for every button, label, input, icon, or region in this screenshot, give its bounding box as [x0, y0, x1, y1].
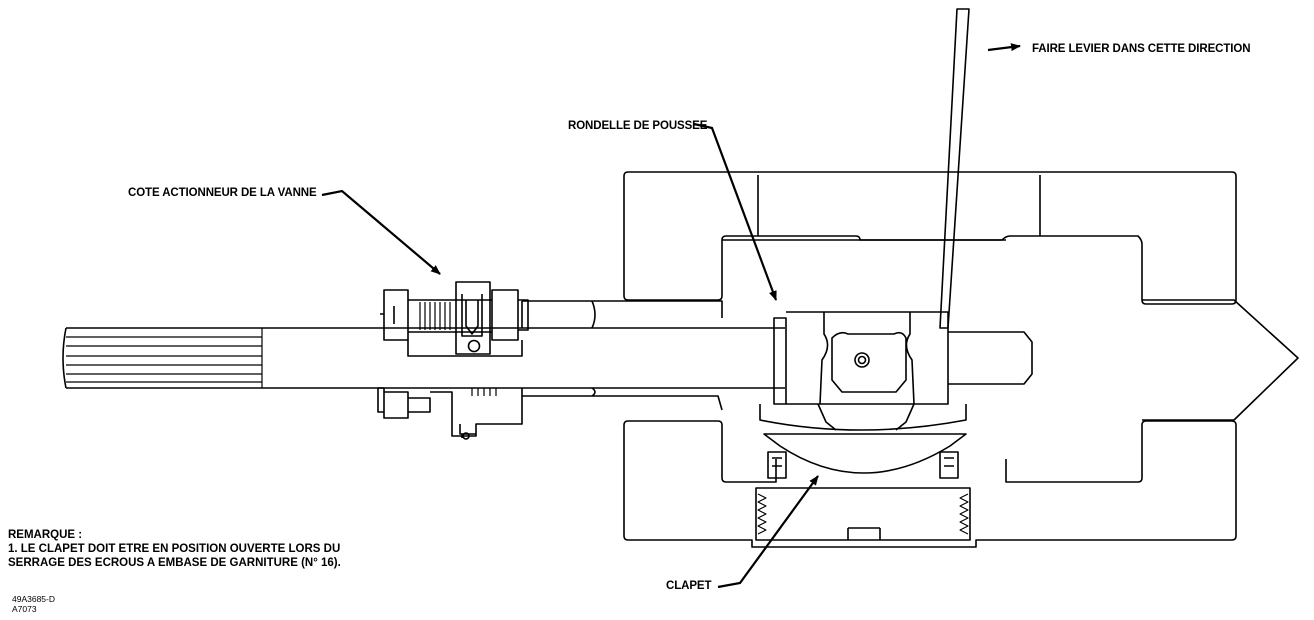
drawing-reference: 49A3685-D A7073 [12, 594, 56, 614]
valve-body-outline [623, 171, 1237, 305]
note-line-1: 1. LE CLAPET DOIT ETRE EN POSITION OUVER… [8, 543, 341, 555]
shaft-splines [66, 328, 263, 388]
valve-body-lower [623, 420, 1237, 548]
seat-retainer-right [939, 451, 959, 479]
disk-hub [786, 311, 949, 405]
hub-center-block [831, 331, 907, 393]
valve-body-upper-inner [722, 175, 1041, 241]
disk-leader [717, 475, 819, 589]
seat-retainer-left [767, 451, 787, 479]
note-line-2: SERRAGE DES ECROUS A EMBASE DE GARNITURE… [8, 557, 341, 569]
seat-threads [757, 493, 969, 535]
note-block: REMARQUE : 1. LE CLAPET DOIT ETRE EN POS… [8, 528, 341, 570]
hub-pin [854, 352, 870, 368]
gland-flange [455, 281, 491, 355]
note-heading: REMARQUE : [8, 529, 83, 541]
drawing-code: A7073 [12, 603, 37, 614]
thrust-washer-leader [693, 122, 778, 301]
seat-insert [755, 487, 971, 541]
gland-ring [407, 340, 523, 357]
packing-housing [430, 300, 723, 437]
drawing-number: 49A3685-D [12, 594, 56, 604]
gland-stud-tip [462, 432, 470, 440]
lever-direction-arrow [987, 43, 1021, 52]
gland-arrow-mark [465, 300, 479, 335]
hub-pin-inner [857, 355, 867, 365]
actuator-side-leader [321, 189, 441, 275]
thrust-washer [773, 317, 787, 405]
valve-disk [763, 433, 967, 474]
gland-spring-bottom [471, 388, 497, 396]
actuator-side-label: COTE ACTIONNEUR DE LA VANNE [128, 187, 317, 199]
body-right-boss [1142, 299, 1299, 421]
thrust-washer-label: RONDELLE DE POUSSEE [568, 120, 708, 132]
lever-direction-label: FAIRE LEVIER DANS CETTE DIRECTION [1032, 43, 1251, 55]
gland-nut-bottom [377, 387, 431, 419]
pry-lever [939, 8, 970, 329]
disk-label: CLAPET [666, 580, 712, 592]
gland-nut-top [380, 289, 529, 341]
disk-seat-ring [759, 404, 967, 431]
gland-pin [467, 339, 481, 353]
hub-lower-lugs [817, 403, 915, 431]
gland-spring-top [419, 302, 451, 330]
gland-stud-bottom [459, 424, 476, 438]
